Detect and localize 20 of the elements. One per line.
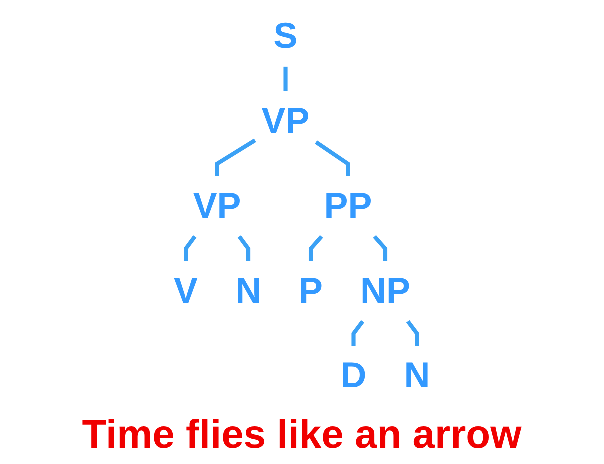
tree-branch-line [184,235,197,262]
tree-node-label: D [340,356,367,396]
tree-branch-line [406,320,420,346]
tree-node-label: V [174,270,198,311]
tree-branch-line [352,320,364,346]
tree-branch-line [308,235,324,262]
tree-branch-line [284,66,288,92]
tree-node-label: N [235,270,262,311]
tree-branch-line [314,140,350,176]
caption-sentence: Time flies like an arrow [82,413,522,458]
tree-node-label: VP [262,101,310,142]
tree-branch-line [373,235,388,262]
tree-node-label: NP [360,270,410,311]
tree-branch-line [215,138,256,176]
tree-node-label: S [274,16,298,56]
tree-branch-line [238,235,250,262]
tree-node-label: VP [193,186,242,226]
tree-node-label: P [298,270,323,311]
tree-node-label: PP [324,186,372,226]
tree-node-label: N [404,356,430,396]
